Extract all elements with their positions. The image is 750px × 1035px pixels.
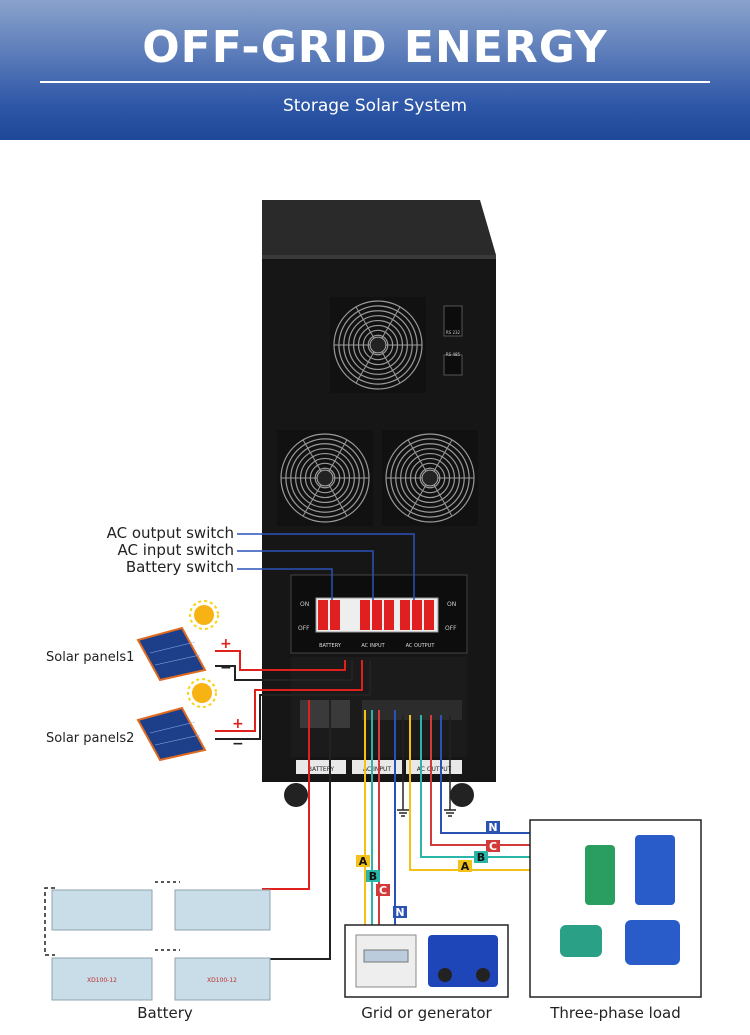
ground-symbol	[444, 715, 456, 817]
battery-bank: XD100-12 XD100-12	[44, 881, 271, 1001]
on-label-left: ON	[300, 601, 309, 608]
rs232-port: RS 232	[443, 305, 463, 337]
ac-output-breaker	[400, 600, 434, 630]
phase-tag-c-load: C	[486, 840, 500, 853]
svg-text:A: A	[359, 855, 368, 868]
svg-text:RS 485: RS 485	[446, 352, 461, 357]
ac-input-switch-label: AC input switch	[117, 541, 234, 559]
fan-top	[330, 297, 426, 393]
breaker-label-ac-output: AC OUTPUT	[406, 643, 436, 649]
terminal-label-battery: BATTERY	[308, 766, 335, 773]
header-banner: OFF-GRID ENERGY Storage Solar System	[0, 0, 750, 140]
phase-tag-a: A	[356, 855, 370, 868]
panel1-plus: +	[220, 636, 232, 652]
fan-left	[277, 430, 373, 526]
caster-wheel-right	[450, 783, 474, 807]
rs485-port: RS 485	[443, 352, 463, 376]
sun-icon	[189, 600, 219, 630]
load-caption: Three-phase load	[550, 1004, 681, 1022]
breaker-label-battery: BATTERY	[319, 643, 342, 649]
three-phase-load-box	[529, 819, 702, 998]
wiring-diagram: RS 232 RS 485 ON OFF ON OFF BATTERY AC I…	[44, 200, 702, 1001]
svg-text:C: C	[489, 840, 497, 853]
leader-battery	[237, 568, 333, 600]
svg-text:RS 232: RS 232	[446, 330, 461, 335]
svg-text:C: C	[379, 884, 387, 897]
solar-panels-2-label: Solar panels2	[46, 731, 135, 746]
phase-tag-a-load: A	[458, 860, 472, 873]
battery-unit: XD100-12	[51, 957, 153, 1001]
grid-wires	[364, 710, 396, 925]
submersible-pump-icon	[585, 845, 615, 905]
page-title: OFF-GRID ENERGY	[142, 22, 608, 73]
solar-panel-2	[136, 706, 207, 762]
svg-text:N: N	[395, 906, 404, 919]
leader-ac-input	[237, 550, 374, 600]
breaker-panel: ON OFF ON OFF BATTERY AC INPUT AC OUTPUT	[290, 574, 468, 654]
battery-breaker	[318, 600, 340, 630]
sun-icon	[187, 678, 217, 708]
svg-text:XD100-12: XD100-12	[87, 977, 117, 984]
panel2-minus: −	[232, 736, 244, 752]
panel1-minus: −	[220, 660, 232, 676]
battery-terminal-block	[300, 700, 350, 728]
terminal-label-ac-input: AC INPUT	[363, 766, 391, 773]
phase-tags: A B C N N C B A	[356, 821, 500, 919]
svg-text:B: B	[477, 851, 485, 864]
solar-panel-1	[136, 626, 207, 682]
phase-tag-b-load: B	[474, 851, 488, 864]
battery-unit: XD100-12	[174, 957, 271, 1001]
battery-unit	[174, 889, 271, 931]
ground-symbol	[397, 715, 409, 817]
ac-output-switch-label: AC output switch	[106, 524, 234, 542]
on-label-right: ON	[447, 601, 456, 608]
leader-ac-output	[237, 533, 415, 600]
phase-tag-c: C	[376, 884, 390, 897]
title-divider	[40, 81, 710, 83]
solar-wires	[215, 650, 371, 740]
off-label-right: OFF	[445, 625, 457, 632]
battery-unit	[51, 889, 153, 931]
battery-wires	[262, 700, 331, 960]
fan-right	[382, 430, 478, 526]
battery-switch-label: Battery switch	[125, 558, 234, 576]
solar-panels-1-label: Solar panels1	[46, 650, 135, 665]
ac-terminal-block	[362, 700, 462, 720]
phase-tag-n: N	[393, 906, 407, 919]
grid-generator-box	[344, 924, 509, 998]
caster-wheel-left	[284, 783, 308, 807]
grid-caption: Grid or generator	[361, 1004, 492, 1022]
panel2-plus: +	[232, 716, 244, 732]
svg-text:XD100-12: XD100-12	[207, 977, 237, 984]
terminal-label-ac-output: AC OUTPUT	[417, 766, 452, 773]
ac-input-breaker	[360, 600, 394, 630]
battery-caption: Battery	[137, 1004, 193, 1022]
centrifugal-pump-icon	[625, 920, 680, 965]
svg-text:N: N	[488, 821, 497, 834]
switch-leader-lines	[237, 533, 415, 600]
svg-text:A: A	[461, 860, 470, 873]
motor-icon	[560, 925, 602, 957]
page-subtitle: Storage Solar System	[282, 96, 468, 116]
off-label-left: OFF	[298, 625, 310, 632]
vertical-pump-icon	[635, 835, 675, 905]
breaker-label-ac-input: AC INPUT	[361, 643, 385, 649]
phase-tag-b: B	[366, 870, 380, 883]
phase-tag-n-load: N	[486, 821, 500, 834]
svg-text:B: B	[369, 870, 377, 883]
